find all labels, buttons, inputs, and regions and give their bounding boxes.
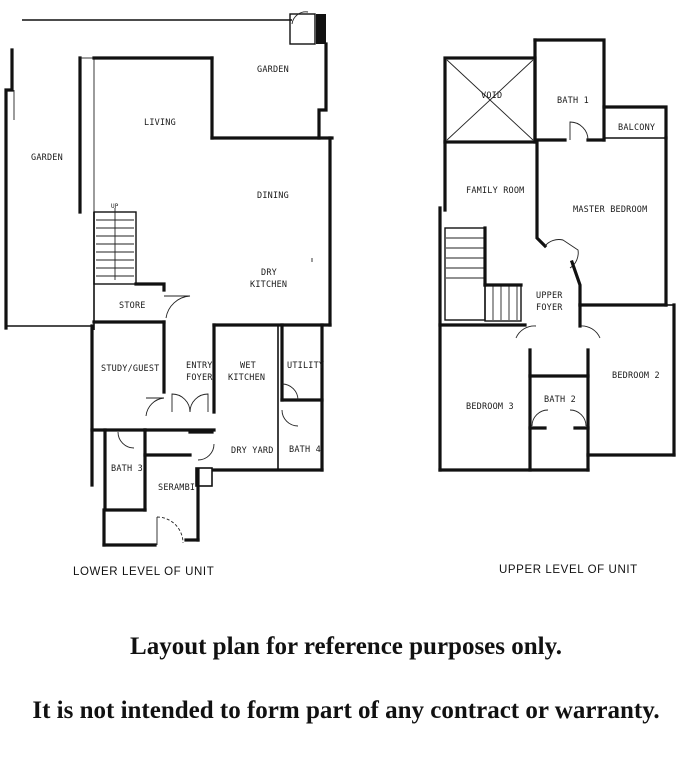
label-dry-kitchen-1: DRY [261, 268, 277, 278]
label-store: STORE [119, 301, 146, 311]
bath2-door-left [531, 409, 549, 427]
label-bath-3: BATH 3 [111, 464, 143, 474]
study-door [145, 397, 165, 417]
garden-left-boundary [4, 48, 14, 330]
balcony-walls [602, 105, 668, 140]
label-entry-foyer-2: FOYER [186, 373, 213, 383]
label-living: LIVING [144, 118, 176, 128]
label-dry-kitchen-2: KITCHEN [250, 280, 287, 290]
label-entry-foyer-1: ENTRY [186, 361, 213, 371]
label-void: VOID [481, 91, 502, 101]
label-bedroom-3: BEDROOM 3 [466, 402, 514, 412]
dry-yard-ledge [195, 467, 213, 487]
label-upper-foyer-1: UPPER [536, 291, 563, 301]
bath1-walls [533, 38, 606, 142]
upper-level-caption: UPPER LEVEL OF UNIT [499, 564, 638, 576]
label-dining: DINING [257, 191, 289, 201]
store-door [164, 295, 191, 319]
label-upper-foyer-2: FOYER [536, 303, 563, 313]
upper-level-plan [438, 38, 676, 472]
utility-door [281, 383, 299, 401]
foyer-door-left [171, 393, 191, 413]
label-bath-2: BATH 2 [544, 395, 576, 405]
label-study-guest: STUDY/GUEST [101, 364, 160, 374]
bedroom2-door [579, 325, 601, 339]
label-bedroom-2: BEDROOM 2 [612, 371, 660, 381]
label-balcony: BALCONY [618, 123, 655, 133]
dry-yard-door [197, 443, 215, 461]
label-garden-top: GARDEN [257, 65, 289, 75]
disclaimer-line-2: It is not intended to form part of any c… [32, 697, 660, 724]
label-wet-kitchen-2: KITCHEN [228, 373, 265, 383]
label-up: UP [111, 203, 119, 210]
label-bath-4: BATH 4 [289, 445, 321, 455]
corner-column [289, 13, 316, 45]
master-door [544, 239, 579, 269]
label-master-bedroom: MASTER BEDROOM [573, 205, 647, 215]
garden-right-wall [317, 42, 328, 140]
lower-level-plan [4, 11, 334, 547]
bath3-door [117, 431, 135, 449]
label-family-room: FAMILY ROOM [466, 186, 525, 196]
corner-door-swing [291, 11, 309, 25]
label-dry-yard: DRY YARD [231, 446, 274, 456]
label-wet-kitchen-1: WET [240, 361, 256, 371]
store-top-wall [134, 282, 166, 292]
lower-level-caption: LOWER LEVEL OF UNIT [73, 566, 214, 578]
upper-staircase [444, 226, 523, 322]
label-utility: UTILITY [287, 361, 324, 371]
foyer-door-right [189, 393, 209, 413]
floor-plan-diagram: GARDEN GARDEN LIVING DINING DRY KITCHEN … [4, 11, 676, 578]
bath1-door [569, 121, 589, 141]
family-master-partition [535, 140, 548, 249]
disclaimer-line-1: Layout plan for reference purposes only. [130, 633, 562, 660]
label-serambi: SERAMBI [158, 483, 195, 493]
lower-staircase [93, 208, 137, 330]
label-bath-1: BATH 1 [557, 96, 589, 106]
bedroom3-door [515, 325, 537, 339]
serambi-door [156, 516, 184, 544]
corner-column-fill [316, 14, 326, 44]
label-garden-left: GARDEN [31, 153, 63, 163]
bath4-door [281, 409, 299, 427]
bath2-door-right [569, 409, 587, 427]
